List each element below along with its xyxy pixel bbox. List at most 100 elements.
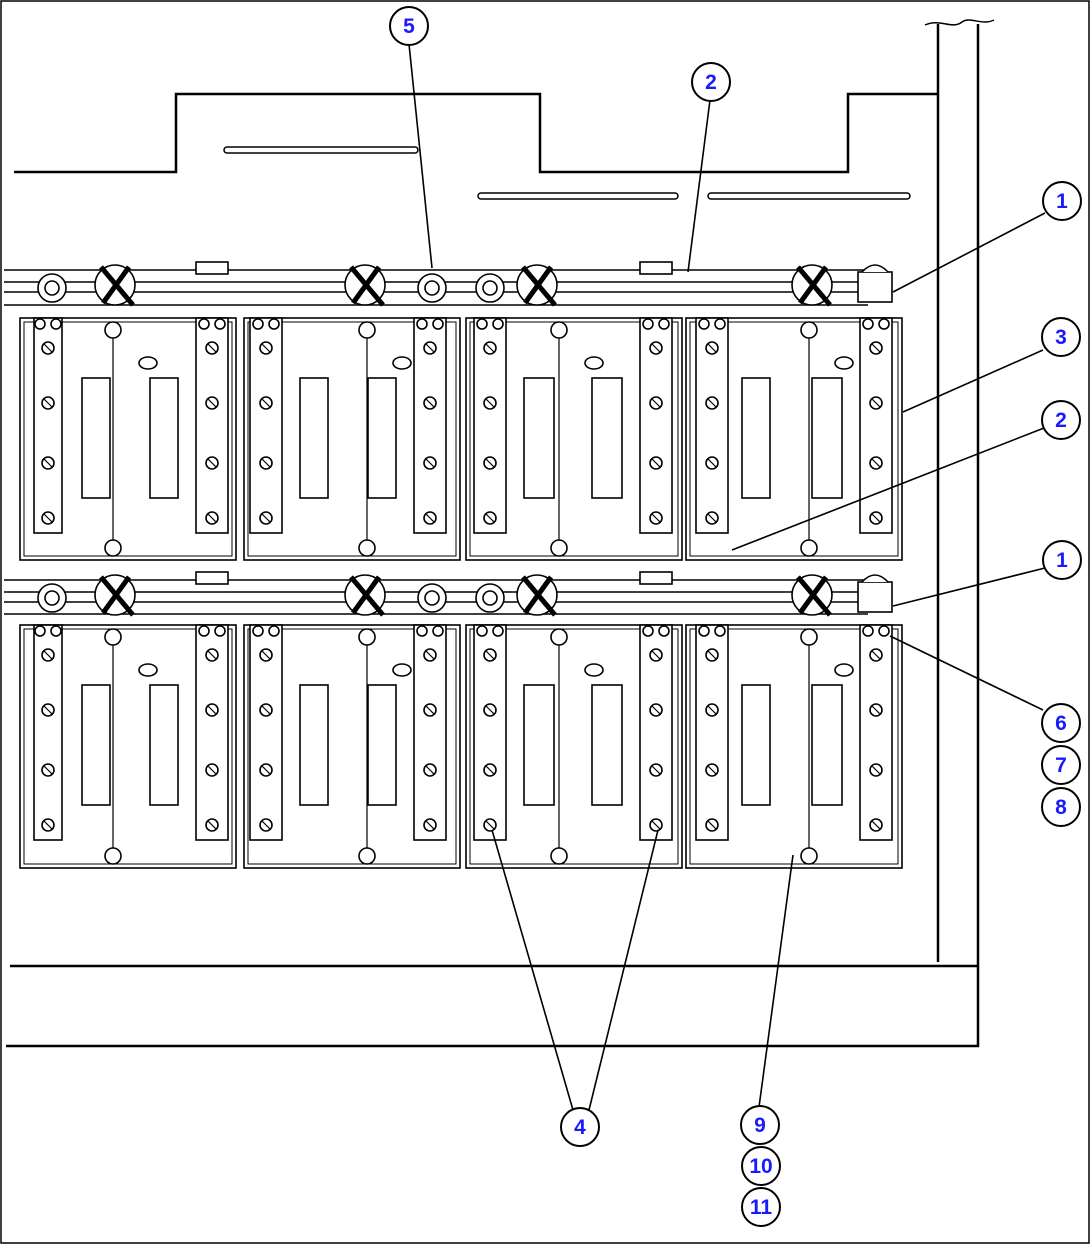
relay-base-inner	[23, 628, 233, 865]
screw-slot	[707, 398, 717, 408]
bracket-tab	[639, 571, 673, 585]
relay-base-inner	[23, 321, 233, 557]
screw-slot	[261, 650, 271, 660]
svg-text:10: 10	[749, 1155, 772, 1178]
relay-base	[685, 317, 903, 561]
terminal-screw	[476, 318, 488, 330]
relay-base	[243, 317, 461, 561]
contact-window	[523, 377, 555, 499]
bracket-tab	[639, 261, 673, 275]
contact-window	[367, 377, 397, 499]
terminal-screw	[268, 318, 280, 330]
terminal-screw	[214, 625, 226, 637]
relay-base	[465, 317, 683, 561]
callout-3: 3	[1041, 317, 1081, 357]
screw-slot	[871, 343, 881, 353]
screw-slot	[425, 820, 435, 830]
rail-clamp-center	[482, 280, 498, 296]
terminal-screw	[698, 625, 710, 637]
indicator-slot	[138, 663, 158, 677]
svg-text:6: 6	[1055, 712, 1067, 735]
screw-slot	[485, 343, 495, 353]
screw-slot	[261, 820, 271, 830]
rail-clamp-center	[424, 590, 440, 606]
screw-slot	[425, 398, 435, 408]
screw-slot	[871, 513, 881, 523]
wire-clip-arm	[100, 265, 132, 305]
relay-base	[19, 624, 237, 869]
screw-slot	[651, 458, 661, 468]
screw-slot	[207, 650, 217, 660]
callout-11: 11	[741, 1187, 781, 1227]
svg-text:1: 1	[1056, 190, 1068, 213]
screw-slot	[485, 765, 495, 775]
screw-slot	[651, 398, 661, 408]
callout-4: 4	[560, 1107, 600, 1147]
mount-hole	[358, 539, 376, 557]
screw-slot	[485, 820, 495, 830]
contact-window	[149, 377, 179, 499]
contact-window	[523, 684, 555, 806]
indicator-slot	[138, 356, 158, 370]
wire-clip-arm	[797, 575, 829, 615]
screw-slot	[261, 513, 271, 523]
mount-hole	[550, 628, 568, 646]
wire-clip-arm	[350, 575, 382, 615]
mount-hole	[550, 539, 568, 557]
relay-row-1	[19, 261, 903, 561]
callout-7: 7	[1041, 745, 1081, 785]
terminal-screw	[714, 625, 726, 637]
screw-slot	[707, 705, 717, 715]
screw-slot	[707, 343, 717, 353]
screw-slot	[43, 705, 53, 715]
terminal-screw	[198, 625, 210, 637]
screw-slot	[485, 705, 495, 715]
svg-text:2: 2	[705, 71, 717, 94]
callout-2-middle: 2	[1041, 400, 1081, 440]
terminal-screw	[878, 318, 890, 330]
screw-slot	[43, 765, 53, 775]
mount-hole	[104, 539, 122, 557]
terminal-screw	[476, 625, 488, 637]
callout-10: 10	[741, 1146, 781, 1186]
terminal-screw	[50, 318, 62, 330]
terminal-strip	[859, 624, 893, 841]
screw-slot	[707, 513, 717, 523]
mount-hole	[800, 847, 818, 865]
end-stop	[857, 581, 893, 613]
screw-slot	[651, 705, 661, 715]
end-stop	[857, 271, 893, 303]
contact-window	[367, 684, 397, 806]
terminal-screw	[34, 318, 46, 330]
screw-slot	[871, 705, 881, 715]
terminal-screw	[862, 625, 874, 637]
callout-1-middle: 1	[1042, 540, 1082, 580]
contact-window	[299, 684, 329, 806]
relay-base-inner	[689, 628, 899, 865]
screw-slot	[43, 650, 53, 660]
contact-window	[81, 377, 111, 499]
contact-window	[811, 684, 843, 806]
screw-slot	[261, 705, 271, 715]
screw-slot	[43, 820, 53, 830]
relay-base-inner	[247, 321, 457, 557]
screw-slot	[871, 650, 881, 660]
screw-slot	[425, 343, 435, 353]
screw-slot	[207, 513, 217, 523]
screw-slot	[207, 458, 217, 468]
screw-slot	[43, 343, 53, 353]
bracket-tab	[195, 261, 229, 275]
mount-hole	[358, 847, 376, 865]
relay-row-2	[19, 571, 903, 869]
relay-base	[465, 624, 683, 869]
rail-clamp-center	[44, 590, 60, 606]
screw-slot	[651, 513, 661, 523]
terminal-screw	[658, 625, 670, 637]
screw-slot	[425, 705, 435, 715]
terminal-strip	[639, 624, 673, 841]
mount-hole	[550, 321, 568, 339]
screw-slot	[207, 765, 217, 775]
end-stop-cap	[861, 574, 889, 583]
svg-text:4: 4	[574, 1116, 586, 1139]
callout-5: 5	[389, 6, 429, 46]
